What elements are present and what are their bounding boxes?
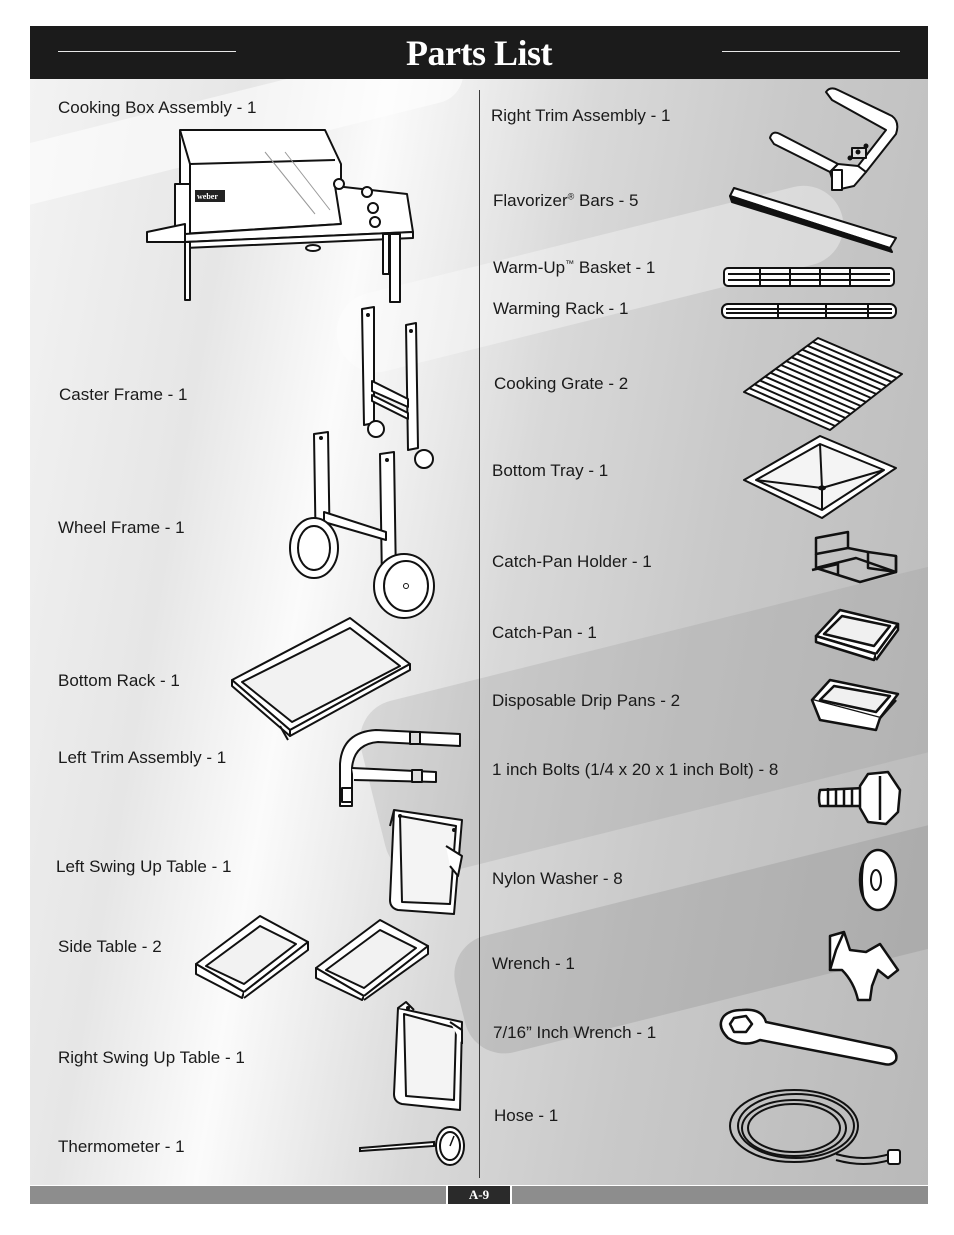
part-label-flavorizer: Flavorizer® Bars - 5	[493, 191, 639, 210]
flavorizer-bar-illustration	[726, 184, 900, 254]
grate-bar	[807, 346, 891, 382]
part-label-warmup-basket: Warm-Up™ Basket - 1	[493, 258, 656, 277]
part-label-thermometer: Thermometer - 1	[58, 1137, 185, 1156]
grate-bar	[802, 350, 886, 386]
hose-illustration	[724, 1084, 904, 1174]
part-label-left-swing-table: Left Swing Up Table - 1	[56, 857, 232, 876]
part-label-hose: Hose - 1	[494, 1106, 559, 1125]
left-swing-up-table-illustration	[386, 806, 468, 918]
grate-bar	[770, 373, 855, 410]
grate-bar	[797, 353, 882, 390]
side-table-illustration	[192, 912, 432, 1000]
wrench-illustration	[822, 930, 902, 1004]
grate-bar	[760, 380, 846, 418]
part-label-catch-pan-holder: Catch-Pan Holder - 1	[492, 552, 652, 571]
caster-frame-illustration	[356, 303, 438, 471]
grate-bar	[765, 377, 850, 414]
part-label-caster-frame: Caster Frame - 1	[59, 385, 188, 404]
disposable-drip-pan-illustration	[808, 674, 902, 732]
part-label-wrench: Wrench - 1	[492, 954, 575, 973]
header-rule-right	[722, 51, 900, 52]
part-label-bolts: 1 inch Bolts (1/4 x 20 x 1 inch Bolt) - …	[492, 760, 779, 779]
cooking-box-assembly-illustration: weber	[145, 124, 417, 304]
page-number: A-9	[446, 1186, 512, 1204]
grate-bar	[792, 357, 877, 394]
nylon-washer-illustration	[856, 846, 900, 914]
part-label-wrench-716: 7/16” Inch Wrench - 1	[493, 1023, 657, 1042]
grate-bar	[781, 365, 866, 402]
left-trim-assembly-illustration	[336, 724, 466, 810]
part-label-left-trim: Left Trim Assembly - 1	[58, 748, 227, 767]
part-label-right-trim: Right Trim Assembly - 1	[491, 106, 671, 125]
svg-text:weber: weber	[197, 192, 218, 201]
right-trim-assembly-illustration	[766, 86, 902, 194]
open-wrench-illustration	[714, 1004, 902, 1070]
grate-bar	[813, 342, 897, 378]
grate-bar	[776, 369, 861, 406]
warm-up-basket-illustration	[720, 264, 898, 290]
header-rule-left	[58, 51, 236, 52]
part-label-washer: Nylon Washer - 8	[492, 869, 623, 888]
part-label-drip-pans: Disposable Drip Pans - 2	[492, 691, 681, 710]
part-label-right-swing-table: Right Swing Up Table - 1	[58, 1048, 245, 1067]
part-label-catch-pan: Catch-Pan - 1	[492, 623, 597, 642]
bolt-illustration	[816, 770, 902, 826]
bottom-tray-illustration	[740, 432, 900, 522]
thermometer-illustration	[356, 1124, 468, 1170]
page-header: Parts List	[30, 26, 928, 79]
part-label-bottom-rack: Bottom Rack - 1	[58, 671, 180, 690]
column-divider	[479, 90, 480, 1178]
bottom-rack-illustration	[228, 614, 414, 742]
right-swing-up-table-illustration	[390, 1000, 468, 1116]
part-label-cooking-grate: Cooking Grate - 2	[494, 374, 629, 393]
part-label-cooking-box: Cooking Box Assembly - 1	[58, 98, 257, 117]
page-footer: A-9	[30, 1186, 928, 1204]
part-label-side-table: Side Table - 2	[58, 937, 162, 956]
grate-bar	[755, 384, 841, 422]
cooking-grate-illustration	[740, 334, 906, 434]
part-label-bottom-tray: Bottom Tray - 1	[492, 461, 609, 480]
catch-pan-holder-illustration	[808, 528, 902, 592]
part-label-warming-rack: Warming Rack - 1	[493, 299, 629, 318]
grate-bar	[786, 361, 871, 398]
grate-bar	[749, 388, 835, 426]
wheel-frame-illustration	[288, 430, 438, 620]
warming-rack-illustration	[718, 298, 900, 324]
catch-pan-illustration	[812, 604, 902, 662]
page-title: Parts List	[406, 33, 552, 73]
part-label-wheel-frame: Wheel Frame - 1	[58, 518, 185, 537]
